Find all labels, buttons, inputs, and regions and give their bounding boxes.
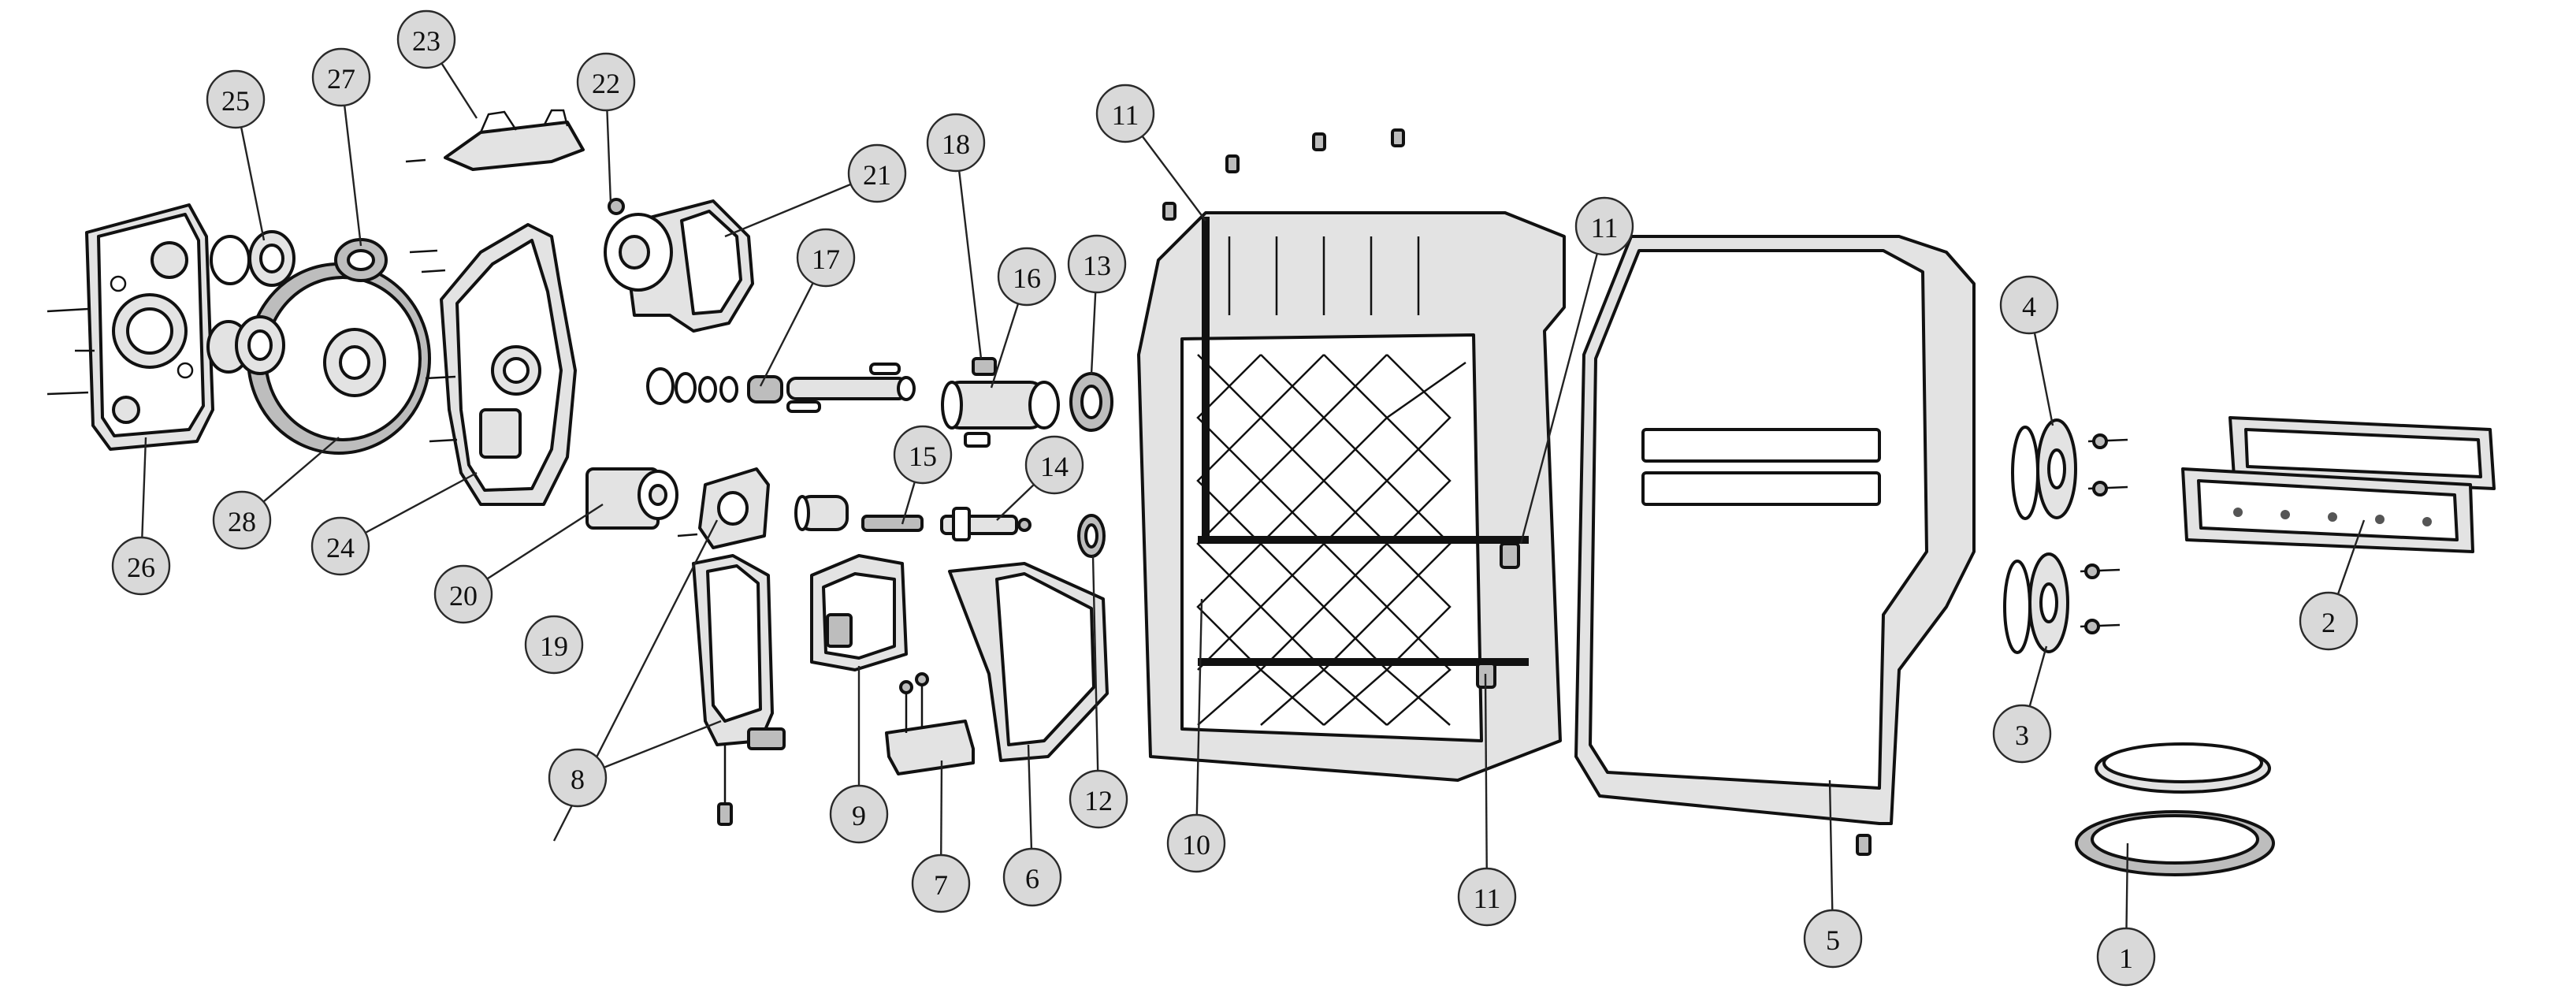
callout-11-top: 11 bbox=[1095, 84, 1155, 143]
part-15-threaded-rod bbox=[794, 495, 924, 532]
svg-text:19: 19 bbox=[540, 630, 568, 662]
part-8-circuit-board bbox=[692, 554, 786, 826]
svg-text:20: 20 bbox=[449, 580, 478, 612]
part-3-ring-plate bbox=[2003, 552, 2121, 654]
callout-8: 8 bbox=[548, 748, 608, 808]
svg-text:10: 10 bbox=[1182, 829, 1210, 861]
part-21-motor bbox=[604, 198, 754, 333]
part-5-cover bbox=[1574, 235, 1976, 856]
part-10-main-frame bbox=[1137, 128, 1566, 782]
svg-text:14: 14 bbox=[1040, 451, 1069, 482]
callout-19-label: 19 bbox=[524, 615, 584, 675]
svg-text:15: 15 bbox=[909, 441, 937, 472]
svg-text:1: 1 bbox=[2119, 943, 2133, 974]
callout-1: 1 bbox=[2096, 927, 2156, 987]
svg-text:8: 8 bbox=[571, 764, 585, 795]
callout-12: 12 bbox=[1069, 769, 1128, 829]
part-9-relay-module bbox=[810, 554, 908, 671]
svg-text:25: 25 bbox=[221, 85, 250, 117]
callout-13: 13 bbox=[1067, 234, 1127, 294]
callout-2: 2 bbox=[2299, 591, 2359, 651]
part-4-ring-plate bbox=[2011, 418, 2128, 520]
svg-text:24: 24 bbox=[326, 532, 355, 563]
svg-text:5: 5 bbox=[1826, 924, 1840, 956]
part-19-sensor-plate bbox=[677, 467, 770, 549]
svg-text:4: 4 bbox=[2022, 291, 2036, 322]
callout-17: 17 bbox=[796, 228, 856, 288]
svg-text:2: 2 bbox=[2321, 607, 2336, 638]
part-16-coupling bbox=[941, 357, 1060, 448]
svg-text:11: 11 bbox=[1474, 883, 1501, 914]
svg-text:28: 28 bbox=[228, 506, 256, 537]
part-14-pin-assembly bbox=[940, 507, 1032, 541]
callout-11-right: 11 bbox=[1574, 196, 1634, 256]
callout-11-bottom: 11 bbox=[1457, 867, 1517, 927]
callout-20: 20 bbox=[433, 564, 493, 624]
callout-7: 7 bbox=[911, 854, 971, 913]
svg-text:18: 18 bbox=[942, 128, 970, 160]
part-24-mounting-bracket bbox=[425, 223, 577, 506]
part-13-ring-seal bbox=[1069, 372, 1113, 432]
svg-text:22: 22 bbox=[592, 68, 620, 99]
part-26-rear-housing-plate bbox=[46, 203, 214, 451]
svg-text:13: 13 bbox=[1083, 250, 1111, 281]
callout-25: 25 bbox=[206, 69, 266, 129]
part-25-bearing bbox=[210, 230, 296, 287]
callout-14: 14 bbox=[1024, 435, 1084, 495]
callout-18: 18 bbox=[926, 113, 986, 173]
callout-16: 16 bbox=[997, 247, 1057, 307]
svg-text:6: 6 bbox=[1025, 863, 1039, 894]
callout-3: 3 bbox=[1992, 704, 2052, 764]
svg-text:7: 7 bbox=[934, 869, 948, 901]
svg-text:27: 27 bbox=[327, 63, 355, 95]
callout-5: 5 bbox=[1803, 909, 1863, 969]
part-20-small-motor bbox=[585, 467, 678, 530]
svg-text:11: 11 bbox=[1591, 212, 1619, 244]
callout-26: 26 bbox=[111, 536, 171, 596]
callout-21: 21 bbox=[847, 143, 907, 203]
callout-27: 27 bbox=[311, 47, 371, 107]
part-27-small-gear bbox=[334, 238, 446, 282]
svg-text:11: 11 bbox=[1112, 99, 1139, 131]
part-drive-shaft bbox=[786, 363, 916, 413]
part-1-lid-and-ring bbox=[2075, 742, 2275, 876]
svg-text:17: 17 bbox=[812, 244, 840, 275]
svg-text:26: 26 bbox=[127, 552, 155, 583]
svg-text:16: 16 bbox=[1013, 262, 1041, 294]
callout-6: 6 bbox=[1002, 847, 1062, 907]
part-2-terminal-strips bbox=[2181, 416, 2496, 553]
part-17-spring-washers bbox=[646, 367, 783, 405]
part-6-shield-panel bbox=[948, 562, 1109, 762]
callout-28: 28 bbox=[212, 490, 272, 550]
svg-text:23: 23 bbox=[412, 25, 440, 57]
callout-10: 10 bbox=[1166, 813, 1226, 873]
svg-text:9: 9 bbox=[852, 800, 866, 831]
callout-22: 22 bbox=[576, 52, 636, 112]
part-23-top-bracket bbox=[405, 109, 585, 171]
part-28-large-gear bbox=[206, 262, 431, 455]
callout-23: 23 bbox=[396, 9, 456, 69]
callout-4: 4 bbox=[1999, 275, 2059, 335]
svg-text:3: 3 bbox=[2015, 720, 2029, 751]
callout-9: 9 bbox=[829, 784, 889, 844]
callout-24: 24 bbox=[310, 516, 370, 576]
part-12-seal bbox=[1077, 514, 1106, 558]
svg-text:21: 21 bbox=[863, 159, 891, 191]
svg-text:12: 12 bbox=[1084, 785, 1113, 816]
callout-15: 15 bbox=[893, 425, 953, 485]
part-7-block bbox=[885, 672, 975, 775]
